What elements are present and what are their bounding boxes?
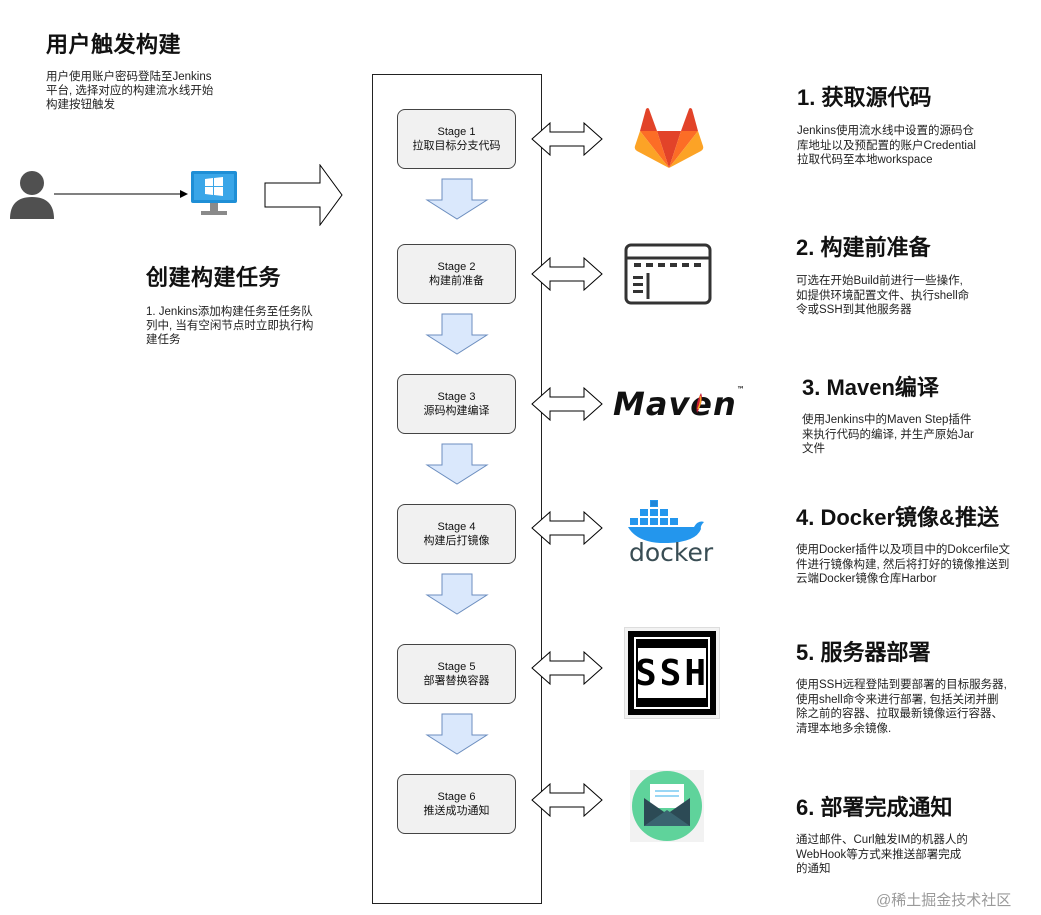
ssh-logo-text: SSH [635,648,706,698]
stage-4-box[interactable]: Stage 4 构建后打镜像 [397,504,516,564]
stage-1-box[interactable]: Stage 1 拉取目标分支代码 [397,109,516,169]
stage-down-arrow [425,313,489,355]
stage-3-box[interactable]: Stage 3 源码构建编译 [397,374,516,434]
bidirectional-arrow [531,386,603,422]
create-task-desc: 1. Jenkins添加构建任务至任务队 列中, 当有空闲节点时立即执行构 建任… [146,306,314,346]
step-4-desc: 使用Docker插件以及项目中的Dokcerfile文 件进行镜像构建, 然后将… [796,544,1011,585]
stage-down-arrow [425,573,489,615]
step-1-title: 1. 获取源代码 [797,85,932,110]
stage-down-arrow [425,713,489,755]
stage-down-arrow [425,178,489,220]
mail-icon [630,770,704,842]
stage-name: Stage 6 [437,791,476,803]
stage-name: Stage 3 [437,391,476,403]
step-4-title: 4. Docker镜像&推送 [796,505,999,530]
stage-name: Stage 5 [437,661,476,673]
step-2-title: 2. 构建前准备 [796,235,931,260]
gitlab-icon [634,108,704,170]
windows-computer-icon [188,168,240,220]
maven-feather-icon [691,392,705,414]
ssh-logo-frame [634,637,710,709]
bidirectional-arrow [531,121,603,157]
stage-label: 源码构建编译 [423,405,490,417]
docker-logo [628,498,708,544]
bidirectional-arrow [531,256,603,292]
step-6-desc: 通过邮件、Curl触发IM的机器人的 WebHook等方式来推送部署完成 的通知 [796,834,968,875]
user-trigger-desc: 用户使用账户密码登陆至Jenkins 平台, 选择对应的构建流水线开始 构建按钮… [46,71,214,111]
stage-label: 推送成功通知 [423,805,490,817]
trigger-arrow [264,164,344,226]
step-3-title: 3. Maven编译 [802,375,939,400]
docker-logo-text: docker [629,538,714,567]
step-2-desc: 可选在开始Build前进行一些操作, 如提供环境配置文件、执行shell命 令或… [796,275,970,316]
step-3-desc: 使用Jenkins中的Maven Step插件 来执行代码的编译, 并生产原始J… [802,414,974,455]
user-trigger-title: 用户触发构建 [46,32,182,57]
ssh-logo: SSH [625,628,719,718]
maven-tm: ™ [736,385,746,394]
stage-label: 构建前准备 [429,275,484,287]
stage-name: Stage 1 [437,126,476,138]
stage-down-arrow [425,443,489,485]
stage-label: 拉取目标分支代码 [412,140,501,152]
maven-logo-text: Maven [613,385,737,423]
bidirectional-arrow [531,650,603,686]
pipeline-container [372,74,542,904]
step-1-desc: Jenkins使用流水线中设置的源码仓 库地址以及预配置的账户Credentia… [797,125,976,166]
step-5-desc: 使用SSH远程登陆到要部署的目标服务器, 使用shell命令来进行部署, 包括关… [796,679,1007,735]
stage-name: Stage 4 [437,521,476,533]
bidirectional-arrow [531,782,603,818]
watermark: @稀土掘金技术社区 [876,892,1012,909]
stage-2-box[interactable]: Stage 2 构建前准备 [397,244,516,304]
stage-6-box[interactable]: Stage 6 推送成功通知 [397,774,516,834]
stage-label: 构建后打镜像 [423,535,490,547]
user-to-computer-arrow [54,188,188,200]
bidirectional-arrow [531,510,603,546]
user-icon [10,169,54,219]
stage-5-box[interactable]: Stage 5 部署替换容器 [397,644,516,704]
create-task-title: 创建构建任务 [146,265,282,290]
stage-name: Stage 2 [437,261,476,273]
stage-label: 部署替换容器 [423,675,490,687]
step-6-title: 6. 部署完成通知 [796,795,953,820]
maven-logo: Maven™ [613,385,746,423]
step-5-title: 5. 服务器部署 [796,640,931,665]
browser-window-icon [624,243,712,305]
